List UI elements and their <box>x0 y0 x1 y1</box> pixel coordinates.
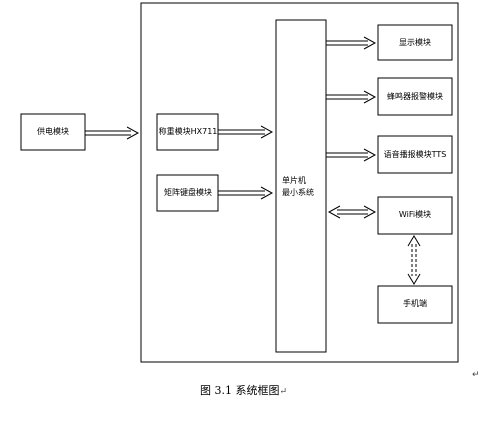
arrow-mcu-wifi-bidirectional <box>327 205 377 219</box>
display-module-box <box>377 24 453 61</box>
phone-box <box>377 285 453 324</box>
arrow-mcu-to-display <box>326 36 377 50</box>
buzzer-module-box <box>377 77 453 116</box>
arrow-weigh-to-mcu <box>218 125 274 139</box>
wifi-module-box <box>377 196 453 235</box>
weigh-module-label: 称重模块HX711 <box>158 127 218 136</box>
keypad-module-box <box>156 174 219 212</box>
arrow-power-to-weigh <box>85 126 140 140</box>
phone-label: 手机端 <box>403 299 427 308</box>
power-module-label: 供电模块 <box>37 127 69 136</box>
keypad-module-label: 矩阵键盘模块 <box>164 188 212 197</box>
figure-caption: 图 3.1 系统框图↵ <box>200 382 287 398</box>
arrow-keypad-to-mcu <box>218 186 274 200</box>
caption-text: 图 3.1 系统框图 <box>200 384 280 397</box>
mcu-box <box>275 19 327 353</box>
weigh-module-box <box>156 113 219 151</box>
frame-paragraph-mark: ↵ <box>472 370 480 380</box>
mcu-label-line1: 单片机 <box>282 176 306 185</box>
voice-module-box <box>377 135 453 174</box>
arrow-wifi-phone-wireless <box>407 235 421 285</box>
power-module-box <box>20 113 86 151</box>
wifi-module-label: WiFi模块 <box>398 210 432 219</box>
arrow-mcu-to-buzzer <box>326 90 377 104</box>
buzzer-module-label: 蜂鸣器报警模块 <box>387 92 443 101</box>
mcu-label-line2: 最小系统 <box>282 188 314 197</box>
caption-paragraph-mark: ↵ <box>279 387 288 397</box>
voice-module-label: 语音播报模块TTS <box>383 150 447 159</box>
system-frame <box>140 2 459 363</box>
display-module-label: 显示模块 <box>399 38 431 47</box>
arrow-mcu-to-voice <box>326 148 377 162</box>
